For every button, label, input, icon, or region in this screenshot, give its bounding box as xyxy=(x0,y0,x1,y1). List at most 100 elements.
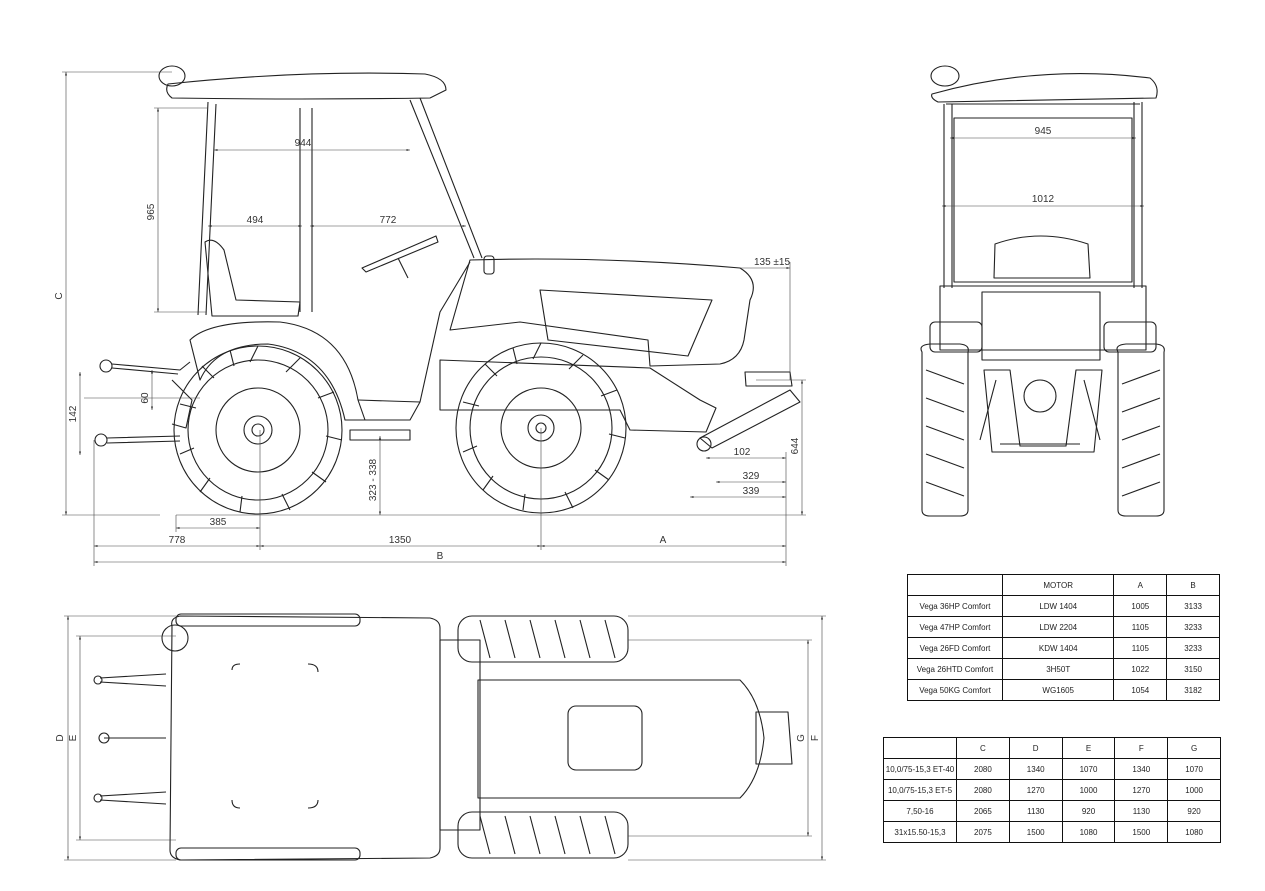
front-right-light xyxy=(1103,321,1157,353)
motor: 3H50T xyxy=(1001,658,1115,680)
rear-wheel-rim xyxy=(215,387,301,473)
dim-f: F xyxy=(810,735,821,741)
dim-cab-height: 965 xyxy=(146,203,157,220)
tires-table: C D E F G 10,0/75-15,3 ET-40 2080 1340 1… xyxy=(883,737,1221,843)
tire-size: 7,50-16 xyxy=(883,800,957,822)
value-a: 1022 xyxy=(1113,658,1168,680)
front-hitch-ball xyxy=(696,436,712,452)
header-cell: D xyxy=(1008,737,1063,759)
top-view xyxy=(93,613,793,861)
front-left-tire-tread xyxy=(925,369,965,497)
top-beacon xyxy=(161,624,189,652)
table-row: 7,50-16 2065 1130 920 1130 920 xyxy=(883,800,1221,822)
value-g: 1070 xyxy=(1167,758,1221,780)
top-roof xyxy=(169,615,441,861)
front-lift-arms xyxy=(979,379,1101,445)
top-front-left-tread xyxy=(479,619,616,659)
front-beacon xyxy=(930,65,960,87)
top-lift-links xyxy=(99,673,167,805)
motor: WG1605 xyxy=(1001,679,1115,701)
value-g: 1000 xyxy=(1167,779,1221,801)
top-link xyxy=(111,361,191,375)
front-hitch-frame xyxy=(983,369,1103,453)
body-side xyxy=(357,261,471,421)
value-e: 1070 xyxy=(1061,758,1116,780)
front-hitch-arm xyxy=(699,389,801,449)
front-hood-top xyxy=(993,235,1091,279)
dim-front-cab-width: 1012 xyxy=(1032,194,1055,205)
model-name: Vega 47HP Comfort xyxy=(907,616,1003,638)
side-view xyxy=(94,65,801,515)
table-row: 10,0/75-15,3 ET-5 2080 1270 1000 1270 10… xyxy=(883,779,1221,801)
models-table: MOTOR A B Vega 36HP Comfort LDW 1404 100… xyxy=(907,574,1220,701)
dim-front-hitch-height: 644 xyxy=(790,437,801,454)
header-cell: C xyxy=(956,737,1010,759)
lower-link-ball xyxy=(94,433,108,447)
motor: LDW 2204 xyxy=(1001,616,1115,638)
front-view-dim-labels: 945 1012 xyxy=(1032,126,1055,205)
tire-size: 10,0/75-15,3 ET-5 xyxy=(883,779,957,801)
value-e: 1080 xyxy=(1061,821,1116,843)
chassis xyxy=(439,359,717,433)
value-e: 1000 xyxy=(1061,779,1116,801)
value-d: 1340 xyxy=(1008,758,1063,780)
top-view-dim-labels: D E G F xyxy=(55,734,821,742)
value-c: 2080 xyxy=(956,758,1010,780)
header-cell: F xyxy=(1114,737,1169,759)
table-row: Vega 36HP Comfort LDW 1404 1005 3133 xyxy=(907,595,1220,617)
top-frame xyxy=(439,639,481,831)
value-b: 3133 xyxy=(1166,595,1220,617)
value-c: 2075 xyxy=(956,821,1010,843)
value-b: 3233 xyxy=(1166,637,1220,659)
dim-overall-height: C xyxy=(54,292,65,299)
motor: LDW 1404 xyxy=(1001,595,1115,617)
value-b: 3233 xyxy=(1166,616,1220,638)
top-rear-right-wheel xyxy=(175,847,361,861)
dim-g: G xyxy=(796,734,807,742)
hood-grille xyxy=(539,289,713,357)
top-link-ball xyxy=(99,359,113,373)
tires-table-header: C D E F G xyxy=(883,737,1221,759)
model-name: Vega 36HP Comfort xyxy=(907,595,1003,617)
front-view-dimensions xyxy=(942,136,1144,208)
front-hitch-pin xyxy=(1023,379,1057,413)
header-cell: B xyxy=(1166,574,1220,596)
value-d: 1270 xyxy=(1008,779,1063,801)
header-cell: A xyxy=(1113,574,1168,596)
value-f: 1270 xyxy=(1114,779,1169,801)
dim-hitch-offset: 135 ±15 xyxy=(754,257,791,268)
dim-overall-length: B xyxy=(437,551,444,562)
dim-front-cab-top: 945 xyxy=(1035,126,1052,137)
value-d: 1130 xyxy=(1008,800,1063,822)
pto xyxy=(349,429,411,441)
models-table-header: MOTOR A B xyxy=(907,574,1220,596)
value-a: 1054 xyxy=(1113,679,1168,701)
header-cell xyxy=(907,574,1003,596)
front-left-light xyxy=(929,321,983,353)
dim-seat-to-pillar: 494 xyxy=(247,215,264,226)
dim-pillar-to-front: 772 xyxy=(380,215,397,226)
dim-d: D xyxy=(55,734,66,741)
header-cell: E xyxy=(1061,737,1116,759)
front-windshield xyxy=(953,117,1133,283)
value-a: 1105 xyxy=(1113,616,1168,638)
dim-front-hitch-a: 102 xyxy=(734,447,751,458)
dim-hitch-height: 60 xyxy=(140,392,151,404)
rear-fender xyxy=(189,321,366,421)
front-body xyxy=(939,285,1147,351)
value-b: 3150 xyxy=(1166,658,1220,680)
top-roof-marks xyxy=(231,663,319,809)
value-f: 1130 xyxy=(1114,800,1169,822)
model-name: Vega 50KG Comfort xyxy=(907,679,1003,701)
model-name: Vega 26FD Comfort xyxy=(907,637,1003,659)
front-hitch-mount xyxy=(744,371,793,387)
top-front-left-wheel xyxy=(457,615,629,663)
top-fuel-cap xyxy=(567,705,643,771)
value-c: 2065 xyxy=(956,800,1010,822)
lower-link xyxy=(106,435,181,444)
table-row: Vega 47HP Comfort LDW 2204 1105 3233 xyxy=(907,616,1220,638)
cab-rear-pillar xyxy=(299,108,313,312)
header-cell: MOTOR xyxy=(1001,574,1115,596)
dim-rear-length: 778 xyxy=(169,535,186,546)
